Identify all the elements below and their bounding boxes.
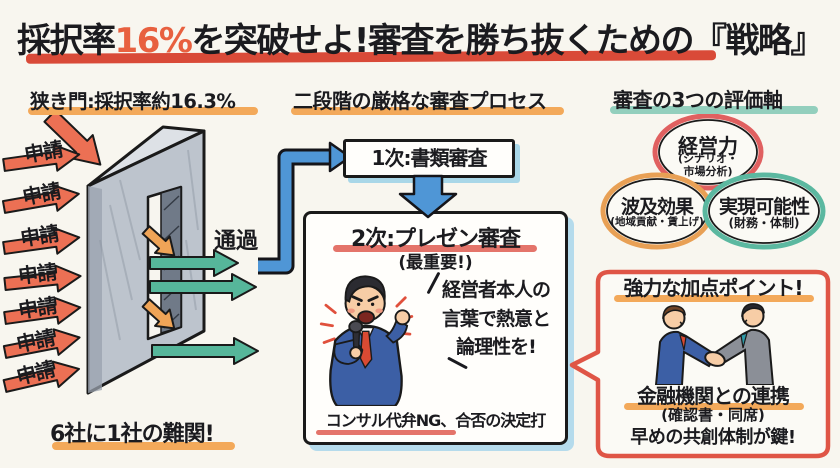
application-arrow [2, 328, 81, 359]
venn-sub-feasibility: (財務・体制) [728, 216, 800, 230]
title-part1: 採択率 [17, 21, 116, 61]
stage2-note: 経営者本人の 言葉で熱意と 論理性を! [430, 276, 562, 362]
microphone-head [348, 320, 364, 334]
venn-sub-line: 市場分析) [683, 165, 733, 179]
middle-heading-underline [291, 107, 564, 115]
gate-left-shade [88, 186, 102, 393]
venn-oval-feasibility [702, 172, 826, 250]
presenter-fist [394, 309, 411, 326]
presenter-eye [370, 302, 375, 306]
application-arrow [2, 360, 81, 393]
application-arrow [3, 264, 82, 293]
page-title: 採択率16%を突破せよ!審査を勝ち抜くための『戦略』 [0, 13, 840, 62]
bonus-line3: 早めの共創体制が鍵! [630, 427, 796, 448]
pass-arrow [151, 337, 259, 365]
bonus-title: 強力な加点ポイント! [623, 276, 803, 300]
middle-section-heading: 二段階の厳格な審査プロセス [293, 89, 547, 113]
left-footer: 6社に1社の難関! [50, 422, 215, 447]
handshake-illustration [654, 303, 775, 385]
venn-diagram [600, 113, 826, 250]
application-label: 申請 [18, 221, 60, 251]
presenter-blush [375, 308, 383, 314]
venn-sub-ripple: (地域貢献・賃上げ) [610, 216, 704, 228]
stage2-subtitle: (最重要!) [398, 253, 473, 273]
presenter-eye [356, 302, 361, 306]
application-label: 申請 [16, 293, 58, 323]
pass-arrow [149, 273, 257, 301]
title-part2: を突破せよ!審査を勝ち抜くための [191, 21, 694, 61]
presenter-hand [349, 346, 363, 360]
pass-arrows [149, 249, 259, 365]
left-heading-underline [28, 107, 258, 115]
pass-label: 通過 [214, 229, 259, 254]
presenter-blush [347, 308, 355, 314]
left-section-heading: 狭き門:採択率約16.3% [30, 90, 236, 113]
stage2-box: 2次:プレゼン審査 (最重要!) [303, 211, 568, 445]
stage1-box: 1次:書類審査 [343, 139, 515, 178]
venn-sub-management: (シナリオ・ 市場分析) [656, 152, 760, 178]
presenter-mouth [357, 310, 375, 325]
pass-arrow [149, 249, 239, 277]
stage2-note-line: 言葉で熱意と [441, 307, 551, 330]
venn-label-management: 経営力 [678, 134, 738, 158]
venn-sub-line: (シナリオ・ [677, 152, 739, 165]
left-footer-underline [52, 442, 235, 450]
connector-to-stage1 [258, 141, 352, 275]
application-arrow [3, 296, 82, 325]
presenter-brows [351, 295, 379, 302]
stage2-note-line: 論理性を! [456, 336, 537, 358]
venn-label-feasibility: 実現可能性 [718, 196, 810, 218]
venn-label-ripple: 波及効果 [620, 196, 694, 218]
title-part3: 『戦略』 [692, 21, 825, 61]
presenter-hair [344, 275, 386, 303]
stage2-footer: コンサル代弁NG、合否の決定打 [325, 411, 547, 430]
right-heading-underline [610, 106, 818, 114]
application-label: 申請 [16, 259, 58, 289]
bonus-line2: (確認書・同席) [661, 406, 765, 424]
stage1-label: 1次:書類審査 [371, 146, 488, 170]
rejected-arrow [141, 298, 176, 330]
right-section-heading: 審査の3つの評価軸 [613, 88, 783, 112]
presenter-illustration [319, 275, 414, 406]
application-arrows [1, 109, 102, 393]
application-arrow [1, 184, 80, 214]
application-arrow-top [43, 109, 102, 166]
title-highlight: 16% [114, 21, 193, 61]
stage2-title: 2次:プレゼン審査 [350, 227, 521, 252]
stage2-title-underline [333, 245, 537, 252]
rejected-arrows [141, 225, 176, 330]
stage2-footer-underline [316, 430, 456, 435]
rejected-arrow [141, 225, 176, 257]
application-arrow [2, 226, 81, 255]
application-arrow [2, 143, 81, 172]
venn-oval-management [652, 113, 764, 191]
stage2-note-line: 経営者本人の [441, 279, 551, 301]
gate-pencil-texture [99, 149, 199, 341]
